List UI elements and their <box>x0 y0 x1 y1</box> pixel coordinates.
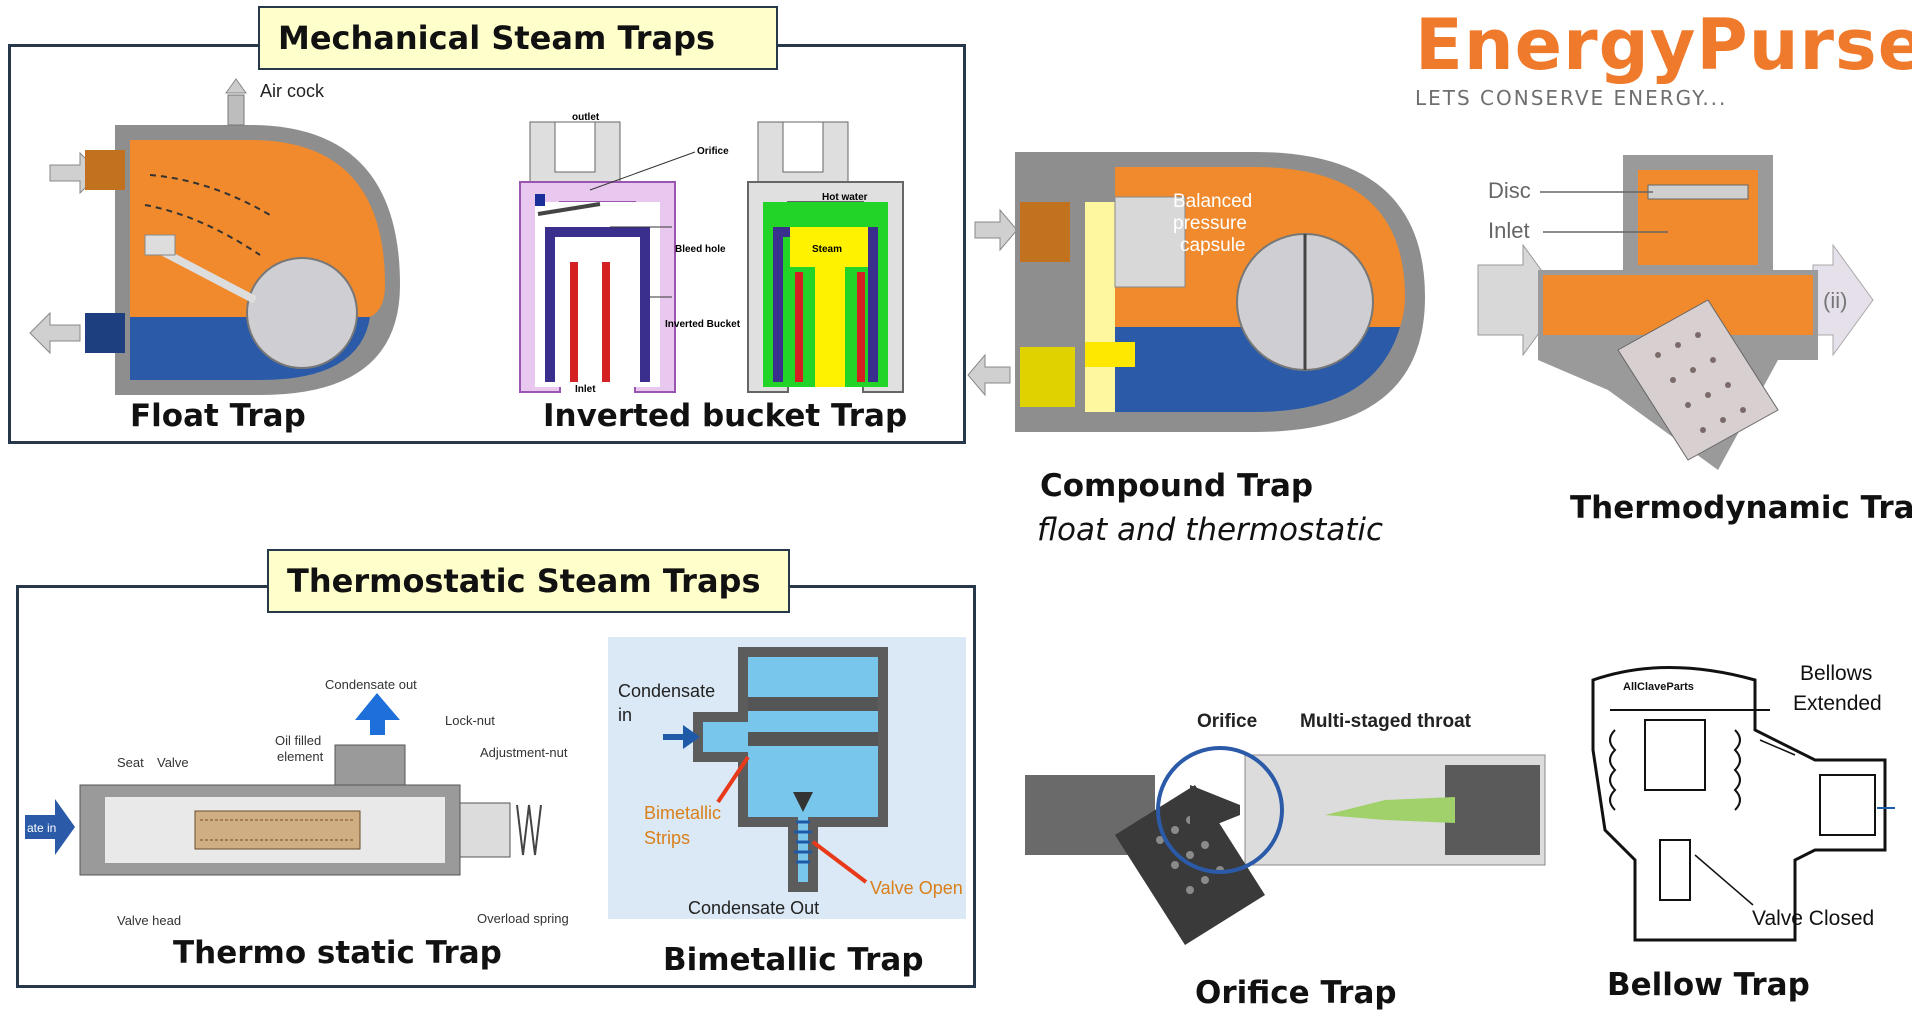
throat-label: Multi-staged throat <box>1300 711 1472 732</box>
lock-nut-label: Lock-nut <box>445 713 495 728</box>
allclaveparts-label: AllClaveParts <box>1623 681 1694 693</box>
oil-filled-label: Oil filled <box>275 733 321 748</box>
steam-label: Steam <box>812 244 842 255</box>
inverted-bucket-caption: Inverted bucket Trap <box>543 398 908 434</box>
in-label: in <box>618 705 632 725</box>
disc-label: Disc <box>1488 178 1531 203</box>
inverted-bucket-diagram: outlet Orifice Bleed hole Inverted Bucke… <box>519 112 904 395</box>
inverted-bucket-label: Inverted Bucket <box>665 319 741 330</box>
extended-label: Extended <box>1793 692 1882 715</box>
outlet-label: outlet <box>572 112 600 123</box>
thermodynamic-trap-caption: Thermodynamic Trap <box>1570 490 1912 526</box>
brand-tagline: LETS CONSERVE ENERGY... <box>1415 86 1728 110</box>
capsule-line-1: Balanced <box>1173 191 1252 212</box>
compound-trap-caption: Compound Trap <box>1040 468 1314 504</box>
mechanical-traps-title: Mechanical Steam Traps <box>258 6 778 70</box>
bellows-label: Bellows <box>1800 662 1872 685</box>
valve-open-label: Valve Open <box>870 878 963 898</box>
bleed-hole-label: Bleed hole <box>675 244 726 255</box>
thermostatic-traps-title: Thermostatic Steam Traps <box>267 549 790 613</box>
float-trap-caption: Float Trap <box>130 398 306 434</box>
state-in-label: ate in <box>27 821 56 835</box>
inlet-label-td: Inlet <box>1488 218 1530 243</box>
capsule-line-3: capsule <box>1180 235 1246 256</box>
seat-label: Seat <box>117 755 144 770</box>
thermo-static-trap-diagram: ate in Condensate out Lock-nut Adjustmen… <box>25 677 569 928</box>
orifice-label: Orifice <box>697 146 729 157</box>
orifice-trap-caption: Orifice Trap <box>1195 975 1397 1011</box>
overload-spring-label: Overload spring <box>477 911 569 926</box>
element-label: element <box>277 749 324 764</box>
bellow-trap-diagram: AllClaveParts Bellows Extended Valve Clo… <box>1591 662 1895 942</box>
condensate-in-label: Condensate <box>618 681 715 701</box>
valve-closed-label: Valve Closed <box>1752 907 1874 930</box>
strips-label: Strips <box>644 828 690 848</box>
bellow-trap-caption: Bellow Trap <box>1607 967 1810 1003</box>
hot-water-label: Hot water <box>822 192 868 203</box>
float-trap-diagram: Air cock <box>29 78 400 395</box>
bimetallic-label: Bimetallic <box>644 803 721 823</box>
thermo-static-trap-caption: Thermo static Trap <box>173 935 502 971</box>
valve-label: Valve <box>157 755 189 770</box>
bimetallic-trap-diagram: Condensate in Bimetallic Strips Valve Op… <box>608 637 966 919</box>
brand-logo-text: EnergyPurse <box>1415 4 1912 86</box>
orifice-label: Orifice <box>1197 711 1257 732</box>
condensate-out-bimetal-label: Condensate Out <box>688 898 819 918</box>
valve-head-label: Valve head <box>117 913 181 928</box>
adjustment-nut-label: Adjustment-nut <box>480 745 568 760</box>
condensate-out-label: Condensate out <box>325 677 417 692</box>
outlet-ii-label: (ii) <box>1823 288 1847 313</box>
compound-trap-subtitle: float and thermostatic <box>1037 512 1384 548</box>
compound-trap-diagram: Balanced pressure capsule <box>967 152 1425 432</box>
orifice-trap-diagram: Orifice Multi-staged throat <box>1025 711 1546 945</box>
air-cock-label: Air cock <box>260 81 325 101</box>
thermodynamic-trap-diagram: (ii) Disc Inlet <box>1477 155 1874 470</box>
bimetallic-trap-caption: Bimetallic Trap <box>663 942 924 978</box>
capsule-line-2: pressure <box>1173 213 1247 234</box>
inlet-label: Inlet <box>575 384 596 395</box>
